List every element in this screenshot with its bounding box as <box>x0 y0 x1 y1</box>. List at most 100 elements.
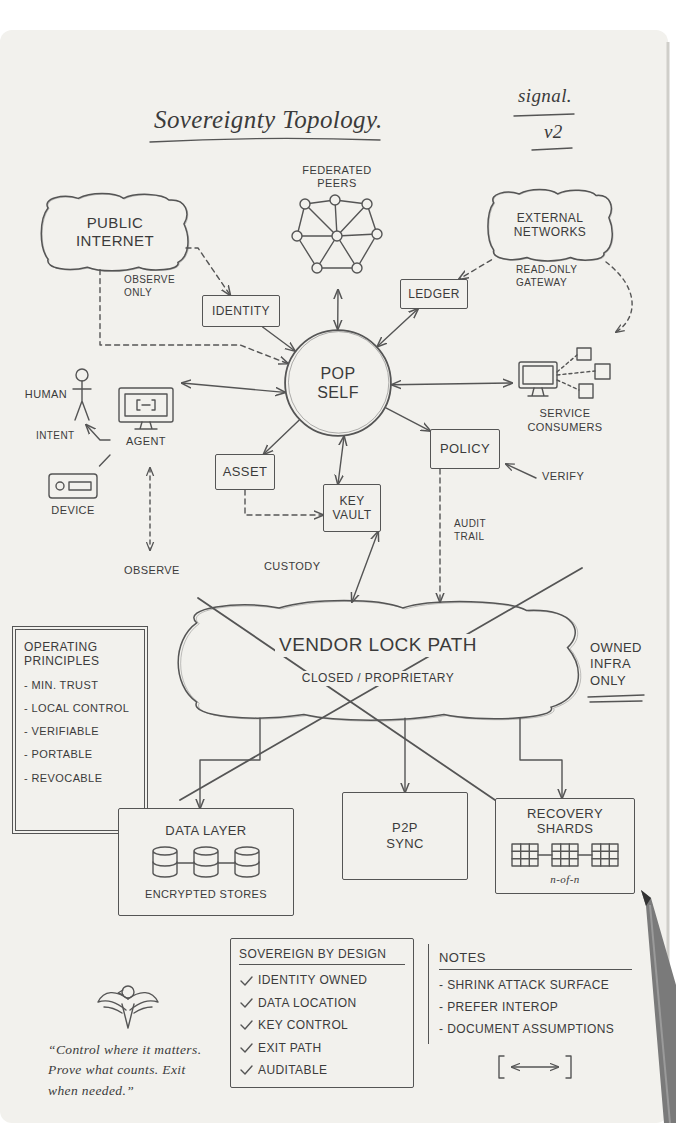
pencil <box>641 890 676 1123</box>
connector <box>404 718 405 792</box>
checklist-row: DATA LOCATION <box>239 996 357 1010</box>
sketch-stroke <box>372 229 382 239</box>
sketch-stroke <box>135 422 157 429</box>
sketch-stroke <box>577 348 591 360</box>
node-label: HUMAN <box>25 388 67 401</box>
process-box: KEY VAULT <box>323 484 381 532</box>
version-tag: signal. <box>516 84 574 108</box>
sketch-stroke <box>592 844 618 866</box>
notes-panel: NOTES- SHRINK ATTACK SURFACE- PREFER INT… <box>428 944 642 1044</box>
node-text: - DOCUMENT ASSUMPTIONS <box>439 1022 614 1036</box>
annotation: AUDIT TRAIL <box>452 518 508 543</box>
sketch-stroke <box>241 1044 252 1052</box>
sketch-stroke <box>523 366 553 384</box>
node-label: OPERATING PRINCIPLES <box>24 640 128 669</box>
sketch-stroke <box>488 189 612 260</box>
checklist-row: IDENTITY OWNED <box>239 973 367 987</box>
circle-outline <box>284 329 392 437</box>
sketch-stroke <box>241 999 252 1007</box>
annotation: READ-ONLY GATEWAY <box>514 264 598 289</box>
connector <box>245 490 323 515</box>
sketch-stroke <box>312 263 322 273</box>
sketch-stroke <box>297 236 337 237</box>
node-text: - REVOCABLE <box>24 772 102 785</box>
sketch-stroke <box>73 381 91 420</box>
connector <box>386 408 430 431</box>
sketch-stroke <box>235 847 259 877</box>
sketch-stroke <box>595 364 610 379</box>
title-underline <box>150 138 380 142</box>
node-label: KEY VAULT <box>329 494 375 523</box>
sketch-stroke <box>552 844 578 866</box>
node-label: NOTES <box>439 950 632 970</box>
sketch-stroke <box>362 199 372 209</box>
consumer-icons <box>517 346 613 404</box>
sketch-stroke <box>292 231 302 241</box>
sketch-stroke <box>337 234 377 236</box>
node-text: KEY CONTROL <box>258 1018 348 1032</box>
tag-underline <box>532 148 572 150</box>
pencil-shine <box>650 905 670 1123</box>
verify-arrow <box>506 464 536 478</box>
node-text: ENCRYPTED STORES <box>145 888 267 901</box>
sketch-stroke <box>337 204 367 236</box>
sketch-strokes <box>98 114 644 1078</box>
checklist-row: EXIT PATH <box>239 1041 322 1055</box>
sketch-stroke <box>317 268 357 269</box>
annotation: CUSTODY <box>262 560 322 574</box>
sketch-stroke <box>153 847 177 877</box>
cloud-node: PUBLIC INTERNET <box>39 192 190 272</box>
sketch-stroke <box>552 844 578 866</box>
sketch-stroke <box>300 199 310 209</box>
sketch-stroke <box>153 862 177 866</box>
sketch-stroke <box>56 482 64 490</box>
connector <box>100 455 111 466</box>
sketch-stroke <box>241 1066 252 1074</box>
node-label: LEDGER <box>408 287 460 301</box>
sketch-stroke <box>538 854 592 855</box>
sketch-stroke <box>49 474 97 498</box>
sketch-stroke <box>43 194 190 271</box>
connector <box>263 327 295 351</box>
sketch-stroke <box>489 190 613 261</box>
agent-monitor <box>116 386 176 432</box>
shard-box: RECOVERY SHARDSn-of-n <box>495 798 635 894</box>
crossed-cloud: VENDOR LOCK PATHCLOSED / PROPRIETARY <box>172 598 584 722</box>
sketch-stroke <box>519 362 557 388</box>
process-box: IDENTITY <box>202 295 280 327</box>
node-text: AUDITABLE <box>258 1063 327 1077</box>
node-label: SERVICE CONSUMERS <box>519 407 611 433</box>
node-label: POP SELF <box>307 364 369 402</box>
principles-panel: OPERATING PRINCIPLES- MIN. TRUST- LOCAL … <box>12 626 148 834</box>
connector <box>520 718 562 798</box>
connector <box>459 260 491 279</box>
device-node: DEVICE <box>38 466 108 522</box>
sketch-stroke <box>357 234 377 268</box>
sketch-stroke <box>512 844 538 866</box>
sketch-stroke <box>512 844 538 866</box>
sketch-stroke <box>288 332 388 434</box>
sketch-stroke <box>332 231 342 241</box>
sketch-stroke <box>178 600 578 720</box>
check-mark <box>239 1019 253 1031</box>
connector <box>337 290 339 329</box>
sketch-stroke <box>125 394 167 416</box>
peer-graph <box>287 194 387 278</box>
node-text: - SHRINK ATTACK SURFACE <box>439 978 609 992</box>
node-label: EXTERNAL NETWORKS <box>504 211 596 240</box>
sketch-stroke <box>137 400 155 410</box>
crest-feather <box>104 1007 152 1013</box>
sketch-stroke <box>181 601 581 721</box>
node-label: FEDERATED PEERS <box>294 164 380 190</box>
connector <box>352 532 378 602</box>
node-label: P2P SYNC <box>378 820 432 851</box>
sketch-stroke <box>330 195 340 205</box>
sketch-stroke <box>119 388 173 422</box>
sketch-stroke <box>241 1021 252 1029</box>
sketch-stroke <box>194 862 218 866</box>
bracket-symbol <box>499 1056 571 1078</box>
crest-logo <box>98 986 158 1028</box>
check-mark <box>239 1064 253 1076</box>
cloud-outline <box>172 598 584 722</box>
